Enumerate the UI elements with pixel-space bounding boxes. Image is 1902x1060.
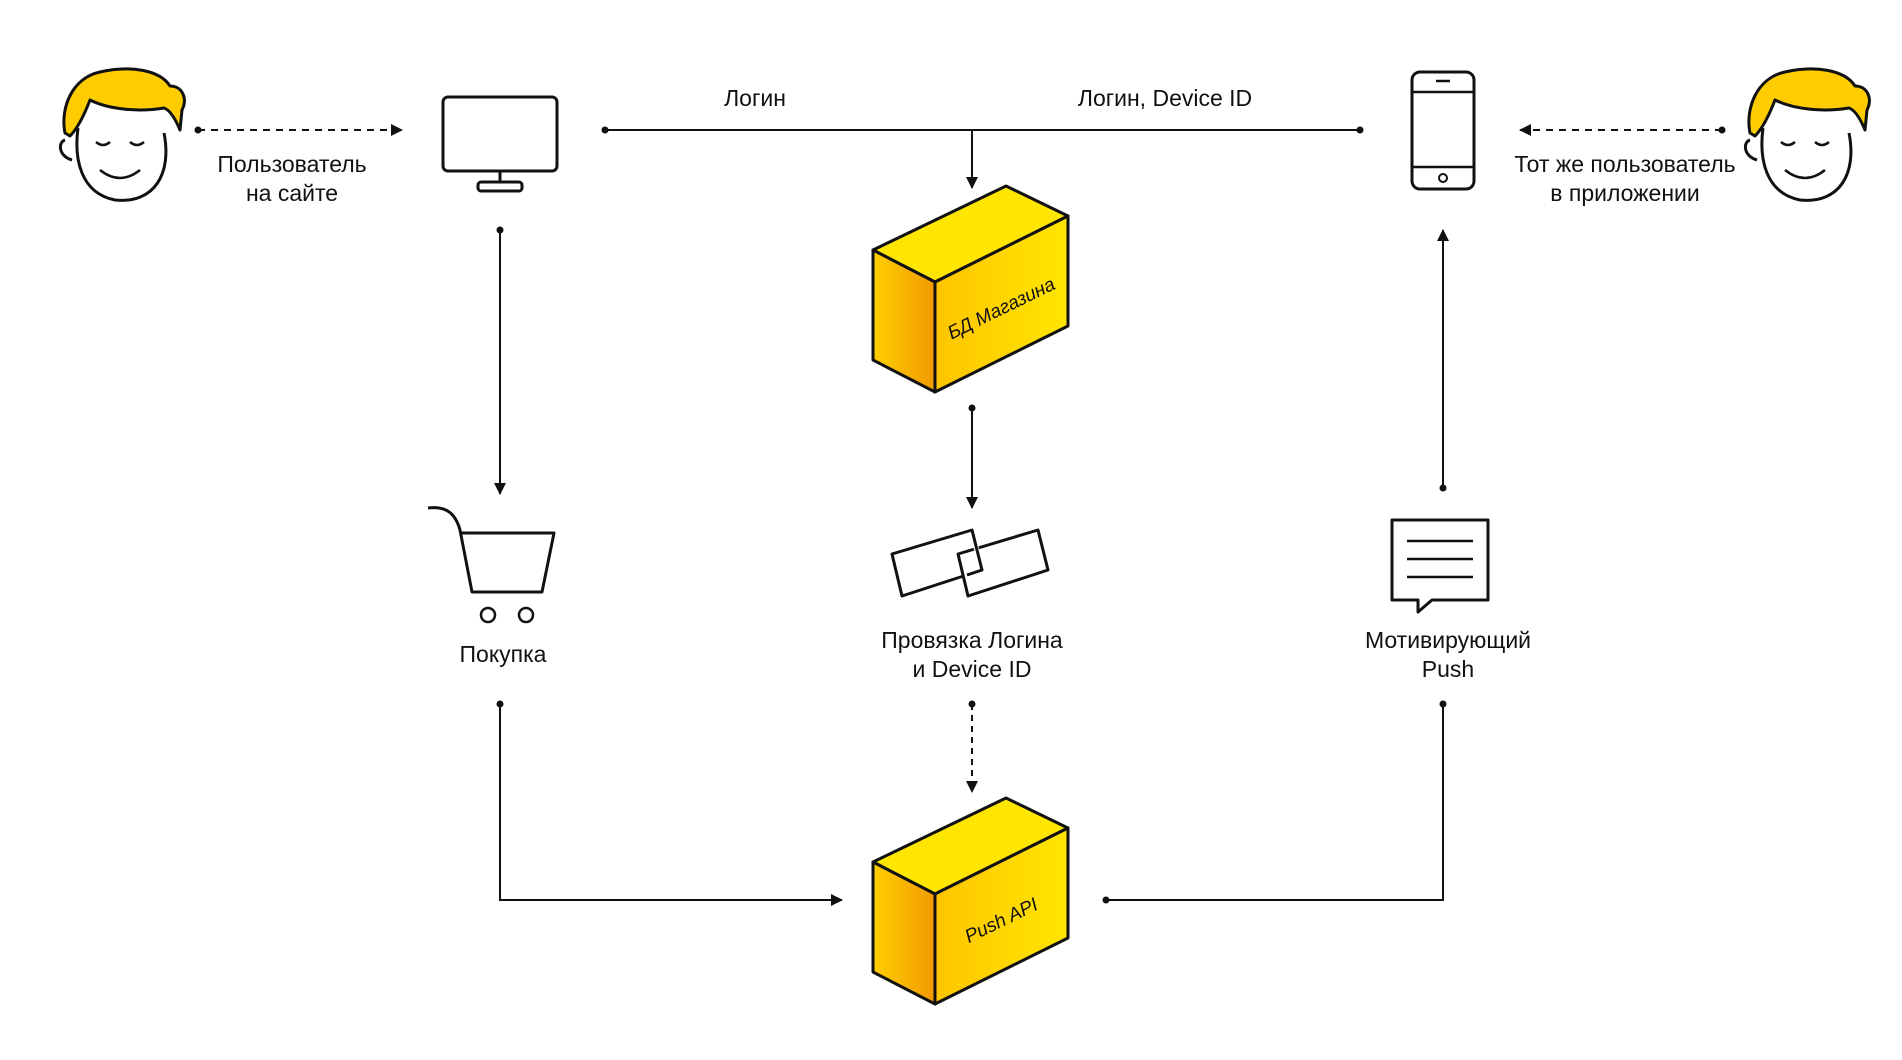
connector-dot (1439, 484, 1447, 492)
connector-dot (1356, 126, 1364, 134)
label-purchase: Покупка (459, 641, 547, 667)
connector-dot (1102, 896, 1110, 904)
connector-dot (1718, 126, 1726, 134)
link-chain-icon (890, 528, 1050, 598)
label-binding: Провязка Логина и Device ID (881, 627, 1063, 682)
label-user-on-site: Пользователь на сайте (217, 151, 367, 206)
smartphone-icon (1410, 70, 1476, 191)
user-face-icon (1743, 67, 1871, 202)
connector-dot (601, 126, 609, 134)
shop-db-box: БД Магазина (871, 184, 1070, 394)
user-face-icon (58, 67, 186, 202)
label-login-device-id: Логин, Device ID (1077, 85, 1253, 111)
label-user-in-app: Тот же пользователь в приложении (1514, 151, 1736, 206)
arrow-purchase-to-push-api (499, 704, 843, 906)
connectors (194, 124, 1726, 906)
push-api-box: Push API (871, 796, 1070, 1006)
label-motivating-push: Мотивирующий Push (1364, 627, 1532, 682)
connector-dot (1439, 700, 1447, 708)
desktop-monitor-icon (441, 95, 559, 193)
line-push-api-to-message (1106, 704, 1444, 901)
message-bubble-icon (1390, 518, 1490, 614)
label-login: Логин (724, 85, 786, 111)
connector-dot (194, 126, 202, 134)
shopping-cart-icon (427, 506, 556, 624)
connector-dot (968, 700, 976, 708)
connector-dot (968, 404, 976, 412)
connector-dot (496, 226, 504, 234)
connector-dot (496, 700, 504, 708)
